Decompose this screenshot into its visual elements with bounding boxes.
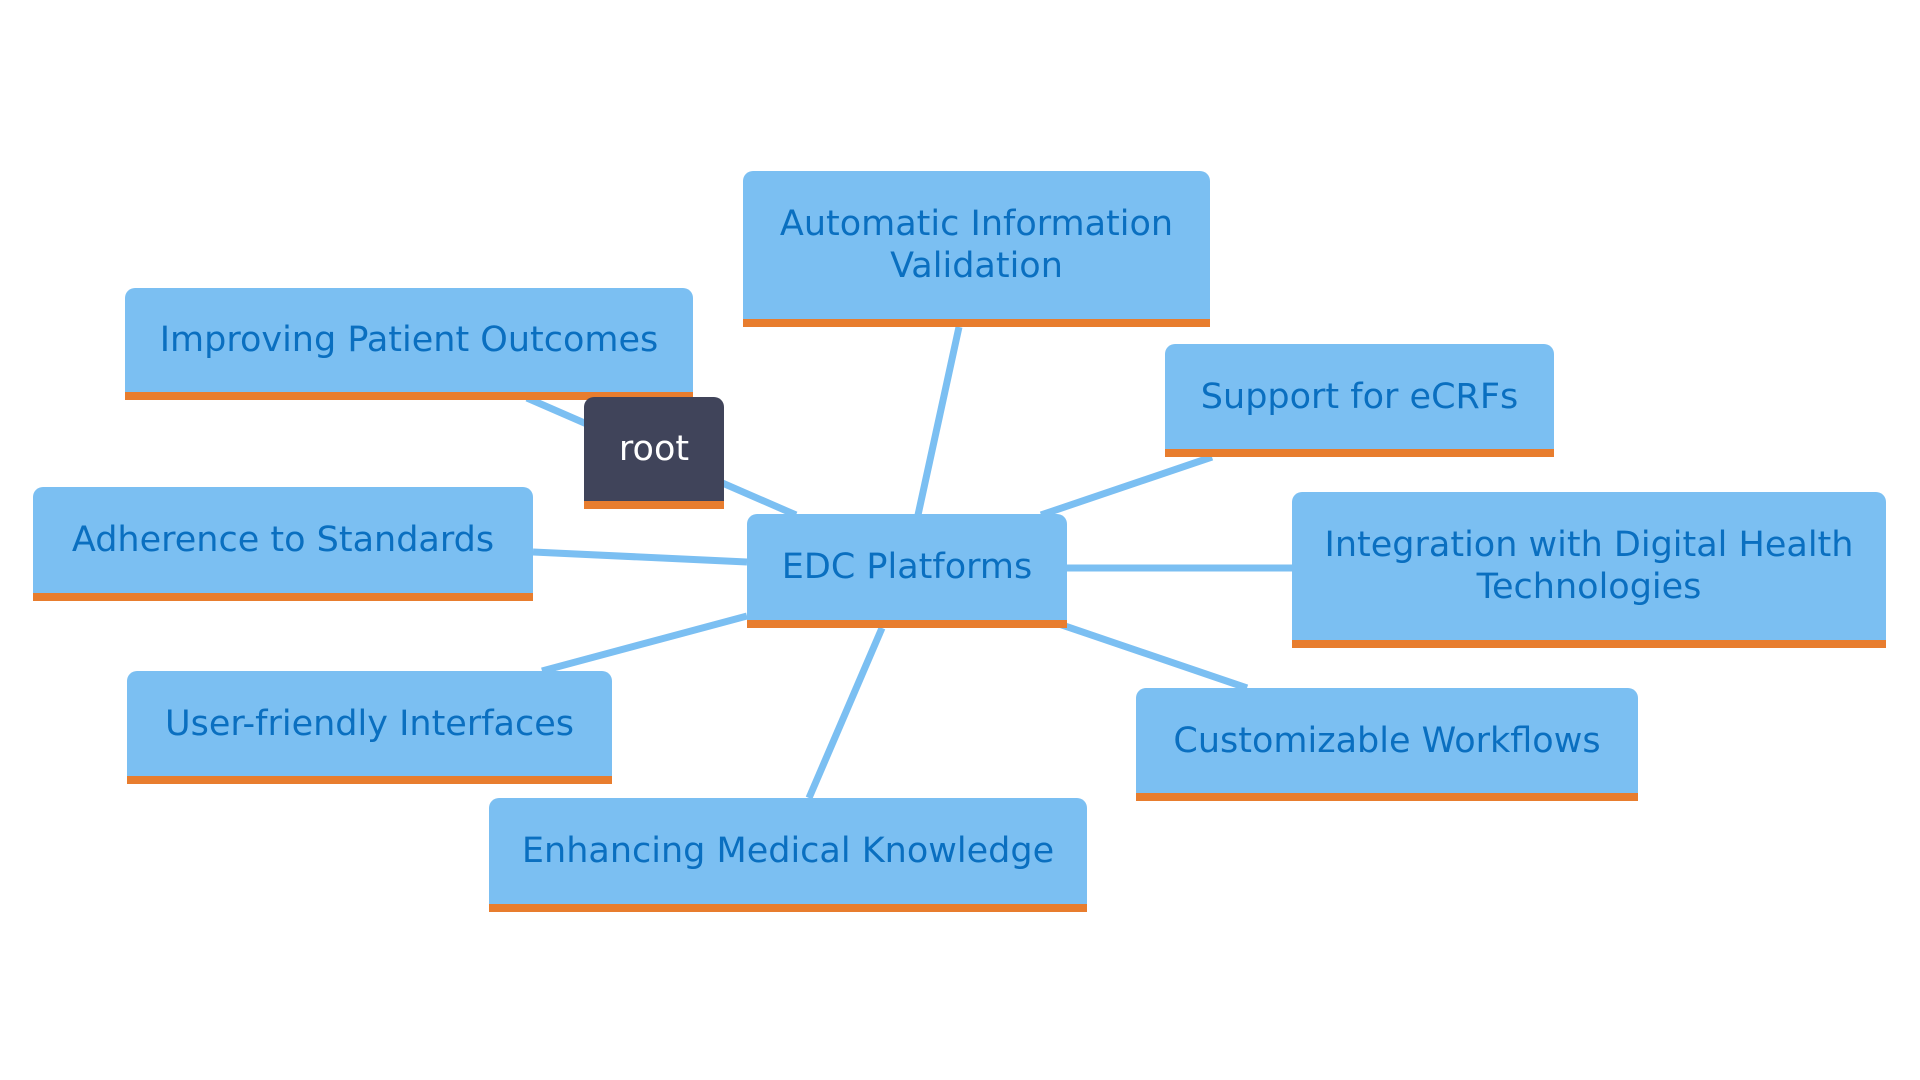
node-customizable-workflows[interactable]: Customizable Workflows [1136, 688, 1638, 801]
edge-enhancing [805, 626, 886, 800]
node-enhancing-medical-knowledge[interactable]: Enhancing Medical Knowledge [489, 798, 1087, 912]
node-label: User-friendly Interfaces [164, 703, 575, 744]
node-support-for-ecrfs[interactable]: Support for eCRFs [1165, 344, 1554, 457]
node-automatic-information-validation[interactable]: Automatic Information Validation [743, 171, 1210, 327]
node-adherence-to-standards[interactable]: Adherence to Standards [33, 487, 533, 601]
node-root[interactable]: root [584, 397, 724, 509]
node-label: EDC Platforms [781, 547, 1033, 587]
edge-support [1039, 453, 1214, 519]
node-label: Enhancing Medical Knowledge [521, 831, 1055, 871]
edge-userfriendly [541, 612, 748, 675]
node-label: Adherence to Standards [71, 520, 495, 560]
node-label: Improving Patient Outcomes [159, 320, 659, 360]
node-label: root [618, 429, 690, 469]
node-edc-platforms[interactable]: EDC Platforms [747, 514, 1067, 628]
edge-customizable [1057, 620, 1249, 692]
node-label: Integration with Digital Health Technolo… [1324, 525, 1854, 607]
edge-adherence [532, 548, 748, 566]
node-improving-patient-outcomes[interactable]: Improving Patient Outcomes [125, 288, 693, 400]
node-label: Automatic Information Validation [779, 204, 1174, 286]
node-label: Customizable Workflows [1173, 720, 1601, 761]
edge-automatic [914, 326, 963, 516]
node-label: Support for eCRFs [1200, 376, 1519, 417]
node-integration-digital-health[interactable]: Integration with Digital Health Technolo… [1292, 492, 1886, 648]
node-user-friendly-interfaces[interactable]: User-friendly Interfaces [127, 671, 612, 784]
